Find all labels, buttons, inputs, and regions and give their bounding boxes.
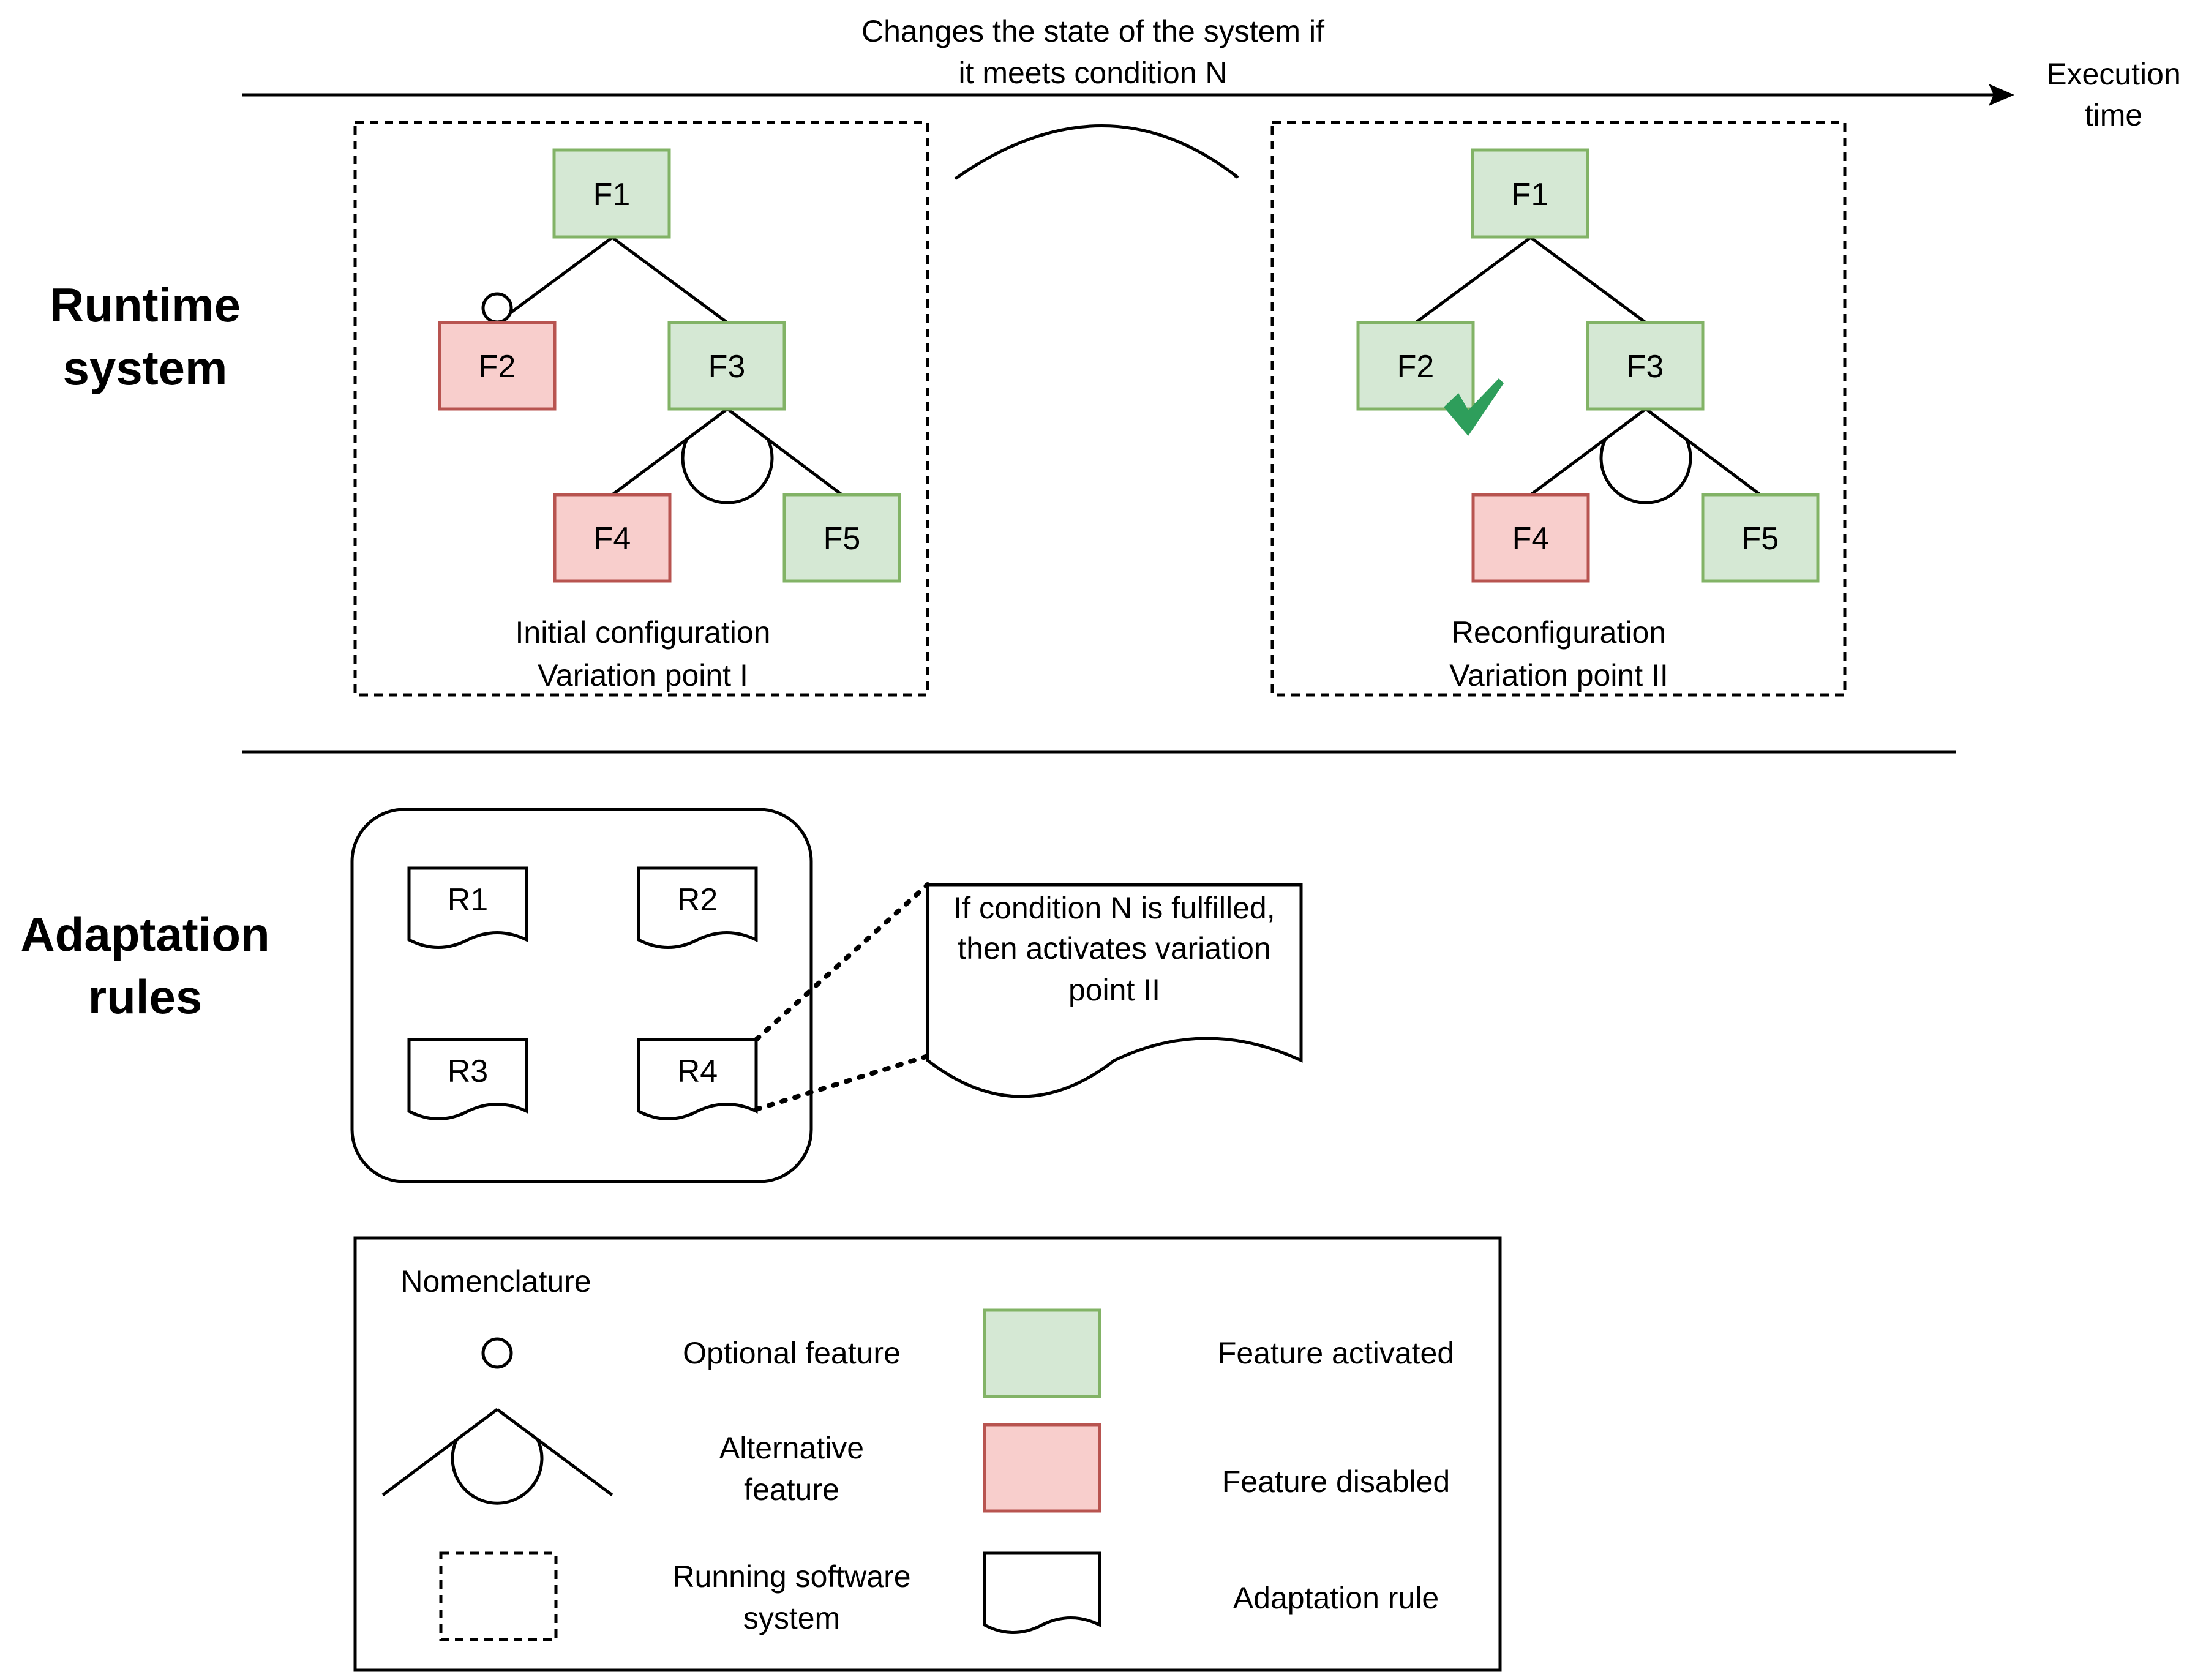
edge-f3-f4 xyxy=(611,407,729,497)
edge-f1-f3 xyxy=(611,236,729,324)
legend-optional-feature: Optional feature xyxy=(683,1336,901,1370)
feature-disabled-swatch xyxy=(983,1423,1101,1513)
rule-r3-label: R3 xyxy=(448,1054,488,1089)
reconfig-caption-line1: Reconfiguration xyxy=(1452,615,1666,650)
feature-f2-label: F2 xyxy=(1397,349,1435,384)
execution-time-label-line2: time xyxy=(2085,98,2142,132)
edge-f3-f5 xyxy=(1645,407,1762,497)
adaptation-rules-heading: Adaptation rules xyxy=(20,907,269,1024)
initial-configuration: F1 F2 F3 F4 F5 Initial configuration Var… xyxy=(353,121,929,697)
rules-box xyxy=(350,808,813,1183)
rule-r2-label: R2 xyxy=(677,882,718,918)
transition-arrow xyxy=(954,124,1239,181)
rule-detail-line1: If condition N is fulfilled, xyxy=(953,891,1275,925)
legend-running-system-line2: system xyxy=(743,1601,840,1635)
edge-f1-f2 xyxy=(496,236,613,324)
edge-f3-f4 xyxy=(1529,407,1647,497)
feature-f4 xyxy=(553,493,672,583)
legend-box xyxy=(353,1236,1502,1672)
feature-f4-label: F4 xyxy=(594,521,631,557)
adaptation-heading-line1: Adaptation xyxy=(20,907,269,961)
alternative-group-arc xyxy=(1599,438,1692,504)
rule-detail-line2: then activates variation xyxy=(958,931,1270,966)
legend-feature-activated: Feature activated xyxy=(1218,1336,1454,1370)
alternative-group-arc xyxy=(681,438,774,504)
feature-f3-label: F3 xyxy=(708,349,746,384)
reconfig-caption-line2: Variation point II xyxy=(1449,658,1668,692)
initial-caption-line2: Variation point I xyxy=(538,658,748,692)
feature-f2-label: F2 xyxy=(479,349,516,384)
runtime-system-heading: Runtime system xyxy=(50,278,241,395)
feature-f1-label: F1 xyxy=(1512,177,1549,212)
feature-f5-label: F5 xyxy=(1742,521,1779,557)
rule-r3-document xyxy=(407,1038,528,1120)
edge-f3-f5 xyxy=(726,407,843,497)
legend-alternative-feature-line1: Alternative xyxy=(719,1431,864,1465)
checkmark-icon xyxy=(1444,378,1504,436)
running-system-boundary xyxy=(1270,121,1847,697)
feature-f4 xyxy=(1471,493,1590,583)
feature-f3 xyxy=(1586,321,1705,411)
optional-feature-icon xyxy=(481,1337,513,1369)
initial-caption-line1: Initial configuration xyxy=(516,615,771,650)
timeline-label-line2: it meets condition N xyxy=(958,56,1227,90)
feature-f1-label: F1 xyxy=(593,177,631,212)
feature-f5 xyxy=(1701,493,1820,583)
timeline-label-line1: Changes the state of the system if xyxy=(861,14,1324,48)
nomenclature-legend: Nomenclature Optional feature Alternativ… xyxy=(353,1236,1502,1672)
rule-detail-document xyxy=(926,883,1303,1098)
feature-f4-label: F4 xyxy=(1512,521,1550,557)
optional-feature-marker xyxy=(481,292,513,324)
alternative-feature-icon xyxy=(381,1408,613,1505)
legend-title: Nomenclature xyxy=(400,1264,591,1299)
rule-r4-detail: If condition N is fulfilled, then activa… xyxy=(754,882,1303,1112)
legend-adaptation-rule: Adaptation rule xyxy=(1233,1581,1439,1615)
feature-f2 xyxy=(1356,321,1475,411)
callout-connector-bottom xyxy=(754,1054,930,1112)
rule-r1-label: R1 xyxy=(448,882,488,918)
feature-activated-swatch xyxy=(983,1308,1101,1398)
adaptation-rules-container: R1 R2 R3 R4 xyxy=(350,808,813,1183)
edge-f1-f2 xyxy=(1414,236,1532,324)
runtime-heading-line1: Runtime xyxy=(50,278,241,332)
rule-r1-document xyxy=(407,866,528,949)
legend-feature-disabled: Feature disabled xyxy=(1222,1464,1450,1499)
running-system-icon xyxy=(439,1551,558,1641)
timeline-arrowhead xyxy=(1989,84,2014,106)
running-system-boundary xyxy=(353,121,929,697)
callout-connector-top xyxy=(754,882,930,1042)
feature-f1 xyxy=(552,148,671,239)
reconfiguration: F1 F2 F3 F4 F5 Reconfiguration Variation… xyxy=(1270,121,1847,697)
legend-running-system-line1: Running software xyxy=(672,1559,910,1594)
execution-time-label-line1: Execution xyxy=(2046,57,2181,91)
legend-alternative-feature-line2: feature xyxy=(744,1472,839,1507)
feature-f5-label: F5 xyxy=(824,521,861,557)
feature-f5 xyxy=(782,493,901,583)
adaptation-heading-line2: rules xyxy=(88,970,202,1024)
rule-r4-document xyxy=(637,1038,758,1120)
feature-f2 xyxy=(438,321,557,411)
rule-detail-line3: point II xyxy=(1068,973,1160,1007)
rule-r4-label: R4 xyxy=(677,1054,718,1089)
adaptation-rule-icon xyxy=(983,1551,1101,1634)
runtime-heading-line2: system xyxy=(63,341,228,395)
rule-r2-document xyxy=(637,866,758,949)
edge-f1-f3 xyxy=(1529,236,1647,324)
execution-timeline: Changes the state of the system if it me… xyxy=(242,14,2181,132)
feature-f3-label: F3 xyxy=(1627,349,1664,384)
feature-f3 xyxy=(667,321,786,411)
feature-f1 xyxy=(1471,148,1589,239)
